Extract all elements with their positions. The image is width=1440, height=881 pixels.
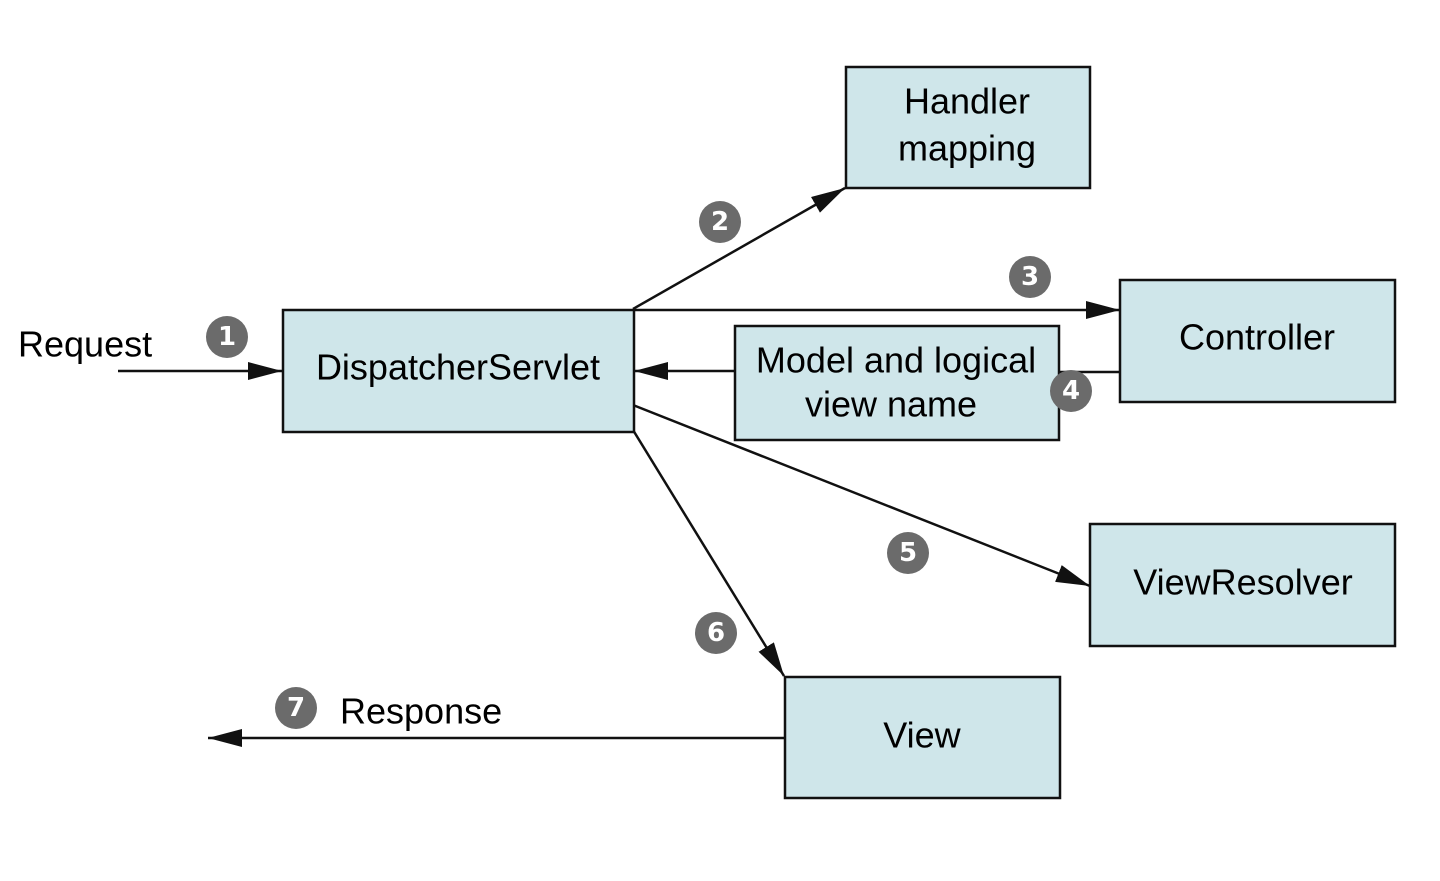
step-badge-4: 4 <box>1050 370 1092 412</box>
request-label: Request <box>18 324 152 365</box>
view-resolver-arrow <box>632 403 1091 588</box>
view-box: View <box>783 675 1062 800</box>
step-badge-7: 7 <box>275 687 317 729</box>
view-arrow <box>631 429 786 677</box>
step-badge-5: 5 <box>887 532 929 574</box>
dispatcher-servlet-box: DispatcherServlet <box>281 308 636 434</box>
controller-label: Controller <box>1179 317 1335 358</box>
step-badge-1: 1 <box>206 316 248 358</box>
step-badge-3: 3 <box>1009 256 1051 298</box>
step-badge-6: 6 <box>695 612 737 654</box>
svg-text:6: 6 <box>707 618 725 648</box>
view-resolver-label: ViewResolver <box>1133 562 1352 603</box>
svg-text:3: 3 <box>1021 262 1039 292</box>
handler-mapping-arrow <box>632 186 846 311</box>
step-badge-2: 2 <box>699 201 741 243</box>
svg-text:1: 1 <box>218 322 236 352</box>
svg-text:5: 5 <box>899 538 917 568</box>
svg-text:4: 4 <box>1062 376 1080 406</box>
svg-text:7: 7 <box>287 693 305 723</box>
dispatcher-servlet-label: DispatcherServlet <box>316 347 600 388</box>
handler-mapping-label-line2: mapping <box>898 128 1036 169</box>
handler-mapping-box: Handler mapping <box>844 65 1092 190</box>
response-label: Response <box>340 691 502 732</box>
model-and-view-name-box: Model and logical view name <box>733 324 1061 442</box>
model-and-view-name-label-line1: Model and logical <box>756 340 1036 381</box>
view-label: View <box>883 715 961 756</box>
svg-text:2: 2 <box>711 207 729 237</box>
handler-mapping-label-line1: Handler <box>904 81 1030 122</box>
model-and-view-name-label-line2: view name <box>805 384 977 425</box>
view-resolver-box: ViewResolver <box>1088 522 1397 648</box>
controller-box: Controller <box>1118 278 1397 404</box>
